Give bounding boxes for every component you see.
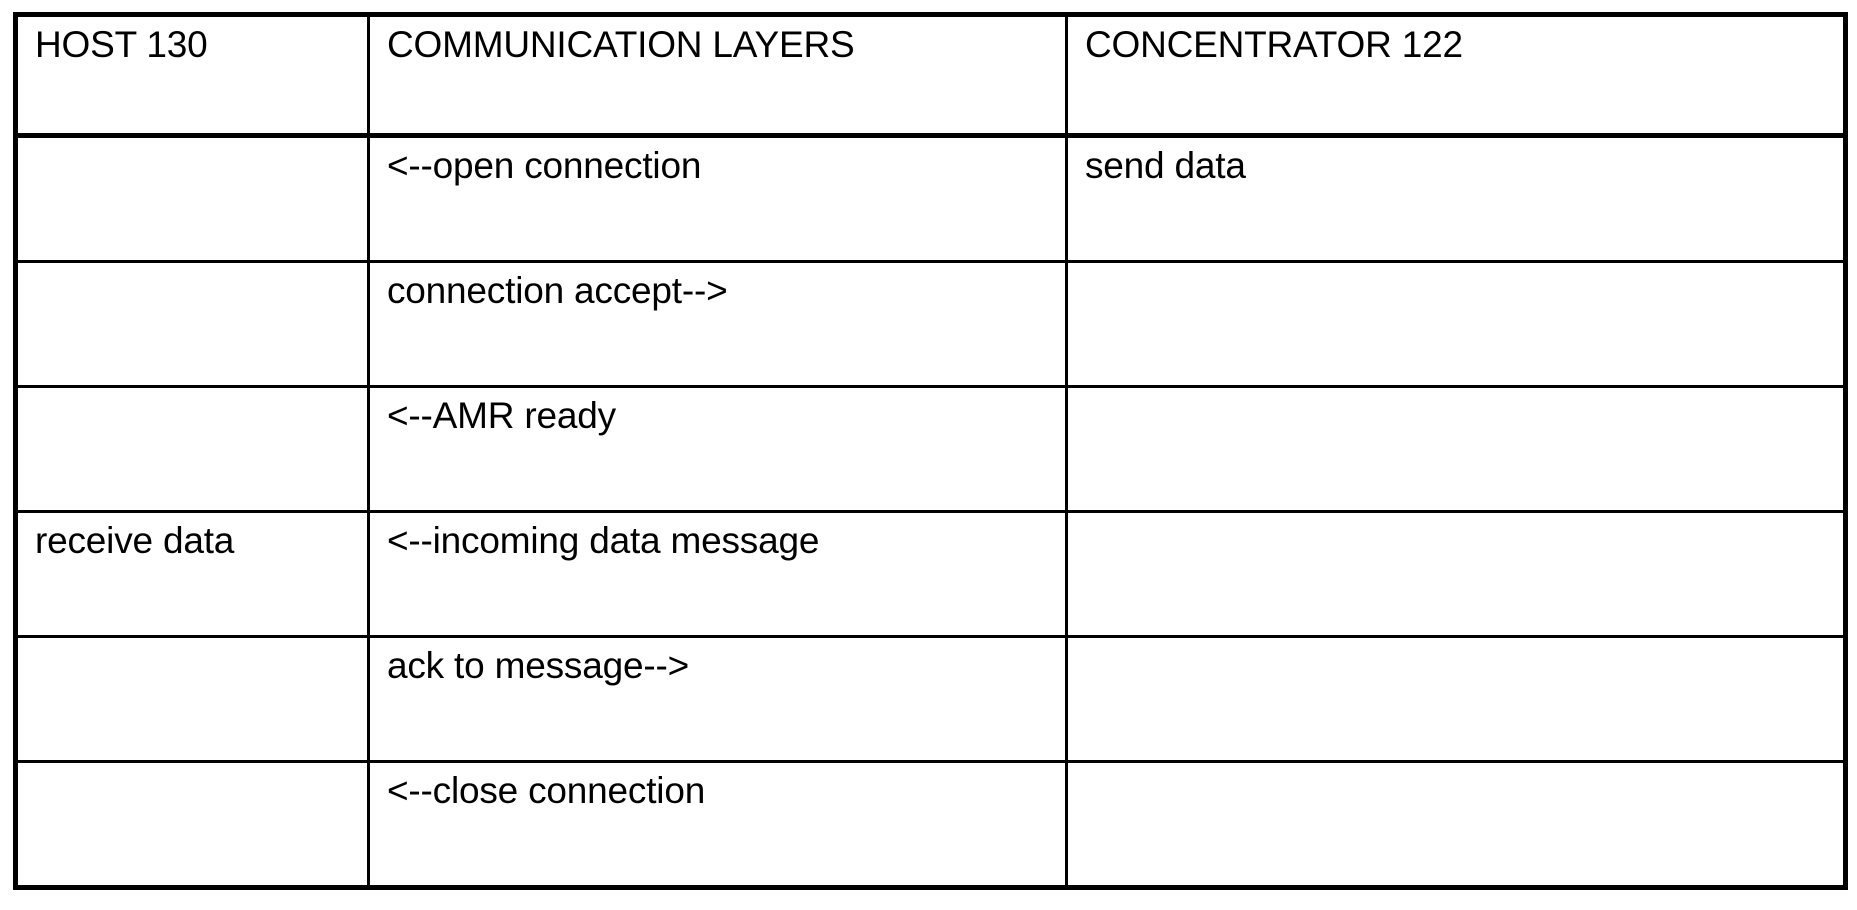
table-row: <--open connection send data xyxy=(13,133,1848,263)
cell-text-communication-layers: <--incoming data message xyxy=(387,519,820,561)
header-label-communication-layers: COMMUNICATION LAYERS xyxy=(387,24,855,65)
header-label-host: HOST 130 xyxy=(35,24,208,65)
cell-text-communication-layers: <--AMR ready xyxy=(387,394,616,436)
cell-text-communication-layers: connection accept--> xyxy=(387,269,728,311)
cell-concentrator xyxy=(1065,384,1848,513)
cell-text-host xyxy=(35,271,367,272)
cell-text-communication-layers: <--close connection xyxy=(387,769,706,811)
header-cell-host: HOST 130 xyxy=(13,12,370,138)
cell-host xyxy=(13,259,370,388)
table-row: <--close connection xyxy=(13,759,1848,891)
cell-text-host: receive data xyxy=(35,519,235,561)
table-row: receive data <--incoming data message xyxy=(13,509,1848,638)
cell-host xyxy=(13,634,370,763)
cell-text-communication-layers: ack to message--> xyxy=(387,644,689,686)
cell-text-concentrator xyxy=(1085,396,1843,397)
cell-concentrator: send data xyxy=(1065,133,1848,263)
table-header-row: HOST 130 COMMUNICATION LAYERS CONCENTRAT… xyxy=(13,12,1848,138)
cell-text-host xyxy=(35,396,367,397)
cell-text-concentrator xyxy=(1085,771,1843,772)
table-row: ack to message--> xyxy=(13,634,1848,763)
cell-text-host xyxy=(35,646,367,647)
cell-communication-layers: <--incoming data message xyxy=(367,509,1068,638)
cell-communication-layers: <--close connection xyxy=(367,759,1068,891)
cell-host xyxy=(13,133,370,263)
cell-text-concentrator xyxy=(1085,271,1843,272)
cell-concentrator xyxy=(1065,759,1848,891)
cell-text-host xyxy=(35,771,367,772)
sequence-table-container: HOST 130 COMMUNICATION LAYERS CONCENTRAT… xyxy=(13,12,1848,891)
table-row: <--AMR ready xyxy=(13,384,1848,513)
cell-communication-layers: <--AMR ready xyxy=(367,384,1068,513)
cell-host xyxy=(13,759,370,891)
cell-communication-layers: ack to message--> xyxy=(367,634,1068,763)
header-cell-communication-layers: COMMUNICATION LAYERS xyxy=(367,12,1068,138)
cell-communication-layers: connection accept--> xyxy=(367,259,1068,388)
cell-host: receive data xyxy=(13,509,370,638)
table-row: connection accept--> xyxy=(13,259,1848,388)
cell-text-concentrator: send data xyxy=(1085,144,1246,186)
cell-concentrator xyxy=(1065,259,1848,388)
cell-concentrator xyxy=(1065,509,1848,638)
cell-text-concentrator xyxy=(1085,646,1843,647)
cell-text-host xyxy=(35,146,367,147)
cell-concentrator xyxy=(1065,634,1848,763)
header-cell-concentrator: CONCENTRATOR 122 xyxy=(1065,12,1848,138)
cell-text-communication-layers: <--open connection xyxy=(387,144,702,186)
cell-text-concentrator xyxy=(1085,521,1843,522)
cell-communication-layers: <--open connection xyxy=(367,133,1068,263)
communication-sequence-table: HOST 130 COMMUNICATION LAYERS CONCENTRAT… xyxy=(13,12,1848,891)
header-label-concentrator: CONCENTRATOR 122 xyxy=(1085,24,1463,65)
cell-host xyxy=(13,384,370,513)
